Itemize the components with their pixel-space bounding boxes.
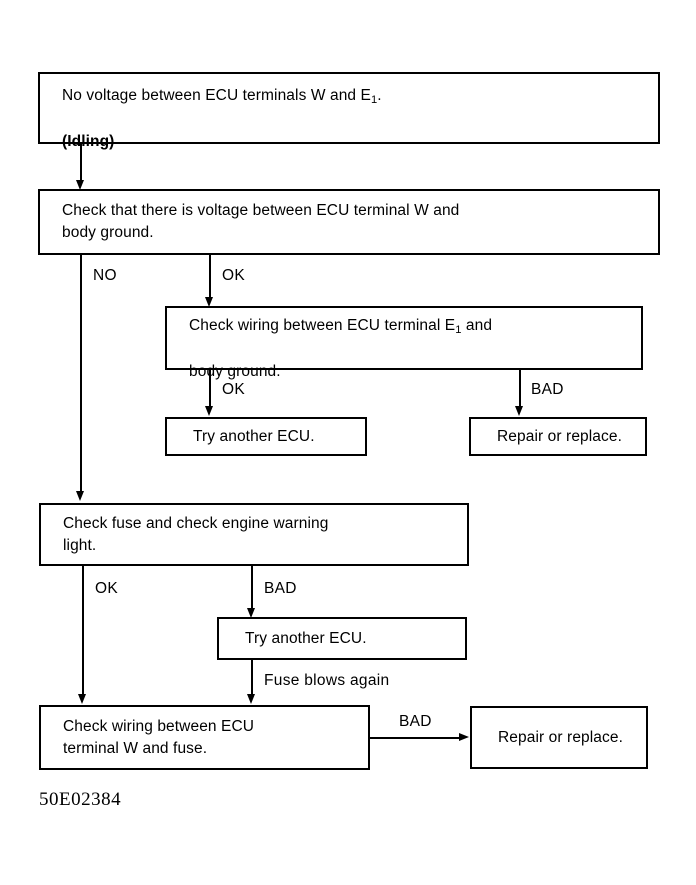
arrowhead-ok-mid bbox=[205, 406, 213, 416]
edge-label-bad-bottom: BAD bbox=[399, 713, 432, 730]
edge-label-ok-lower: OK bbox=[95, 580, 118, 597]
node-check-wiring-w-fuse: Check wiring between ECU terminal W and … bbox=[39, 705, 370, 770]
node-start-text: No voltage between ECU terminals W and E… bbox=[62, 63, 382, 153]
node-check-voltage-w-body-ground: Check that there is voltage between ECU … bbox=[38, 189, 660, 255]
arrowhead-bad-mid bbox=[515, 406, 523, 416]
figure-caption: 50E02384 bbox=[39, 789, 122, 810]
node-start-line1: No voltage between ECU terminals W and E bbox=[62, 87, 371, 105]
connector-ok-mid bbox=[209, 370, 211, 408]
node-repair-or-replace-1: Repair or replace. bbox=[469, 417, 647, 456]
node-try-another-ecu-1: Try another ECU. bbox=[165, 417, 367, 456]
arrowhead-ok-top bbox=[205, 297, 213, 307]
node-check-wiring-e1-post: and bbox=[461, 317, 493, 335]
node-check-wiring-e1-text: Check wiring between ECU terminal E1 and… bbox=[189, 293, 492, 383]
node-check-wiring-e1-subscript: 1 bbox=[455, 324, 462, 337]
node-check-fuse-text: Check fuse and check engine warning ligh… bbox=[63, 514, 329, 554]
edge-label-bad-mid: BAD bbox=[531, 381, 564, 398]
node-repair-or-replace-2-text: Repair or replace. bbox=[498, 728, 623, 746]
arrowhead-no-branch bbox=[76, 491, 84, 501]
arrowhead-ok-lower bbox=[78, 694, 86, 704]
node-try-another-ecu-1-text: Try another ECU. bbox=[193, 427, 315, 445]
connector-no-branch bbox=[80, 255, 82, 493]
edge-label-fuse-blows-again: Fuse blows again bbox=[264, 672, 390, 689]
node-repair-or-replace-1-text: Repair or replace. bbox=[497, 427, 622, 445]
arrowhead-bad-lower bbox=[247, 608, 255, 618]
node-start: No voltage between ECU terminals W and E… bbox=[38, 72, 660, 150]
node-start-line2: (Idling) bbox=[62, 132, 115, 150]
node-check-wiring-e1-body-ground: Check wiring between ECU terminal E1 and… bbox=[165, 306, 643, 380]
node-check-voltage-text: Check that there is voltage between ECU … bbox=[62, 202, 460, 241]
node-repair-or-replace-2: Repair or replace. bbox=[470, 706, 648, 769]
connector-bad-bottom bbox=[370, 737, 460, 739]
node-start-line1-tail: . bbox=[377, 87, 382, 105]
edge-label-no: NO bbox=[93, 267, 117, 284]
node-check-wiring-e1-pre: Check wiring between ECU terminal E bbox=[189, 317, 456, 335]
node-start-subscript: 1 bbox=[370, 94, 378, 107]
arrowhead-bad-bottom bbox=[459, 733, 469, 741]
node-check-fuse-warning-light: Check fuse and check engine warning ligh… bbox=[39, 503, 469, 566]
node-try-another-ecu-2-text: Try another ECU. bbox=[245, 629, 367, 647]
connector-ok-top bbox=[209, 255, 211, 299]
arrowhead-fuse-blows-again bbox=[247, 694, 255, 704]
edge-label-ok-mid: OK bbox=[222, 381, 245, 398]
arrowhead-start-to-check-voltage bbox=[76, 180, 84, 190]
edge-label-ok-top: OK bbox=[222, 267, 245, 284]
connector-fuse-blows-again bbox=[251, 660, 253, 696]
node-check-wiring-w-fuse-text: Check wiring between ECU terminal W and … bbox=[63, 717, 255, 757]
connector-bad-lower bbox=[251, 566, 253, 610]
edge-label-bad-lower: BAD bbox=[264, 580, 297, 597]
node-check-wiring-e1-line2: body ground. bbox=[189, 362, 281, 380]
connector-start-to-check-voltage bbox=[80, 144, 82, 184]
connector-ok-lower bbox=[82, 566, 84, 696]
connector-bad-mid bbox=[519, 370, 521, 408]
node-try-another-ecu-2: Try another ECU. bbox=[217, 617, 467, 660]
